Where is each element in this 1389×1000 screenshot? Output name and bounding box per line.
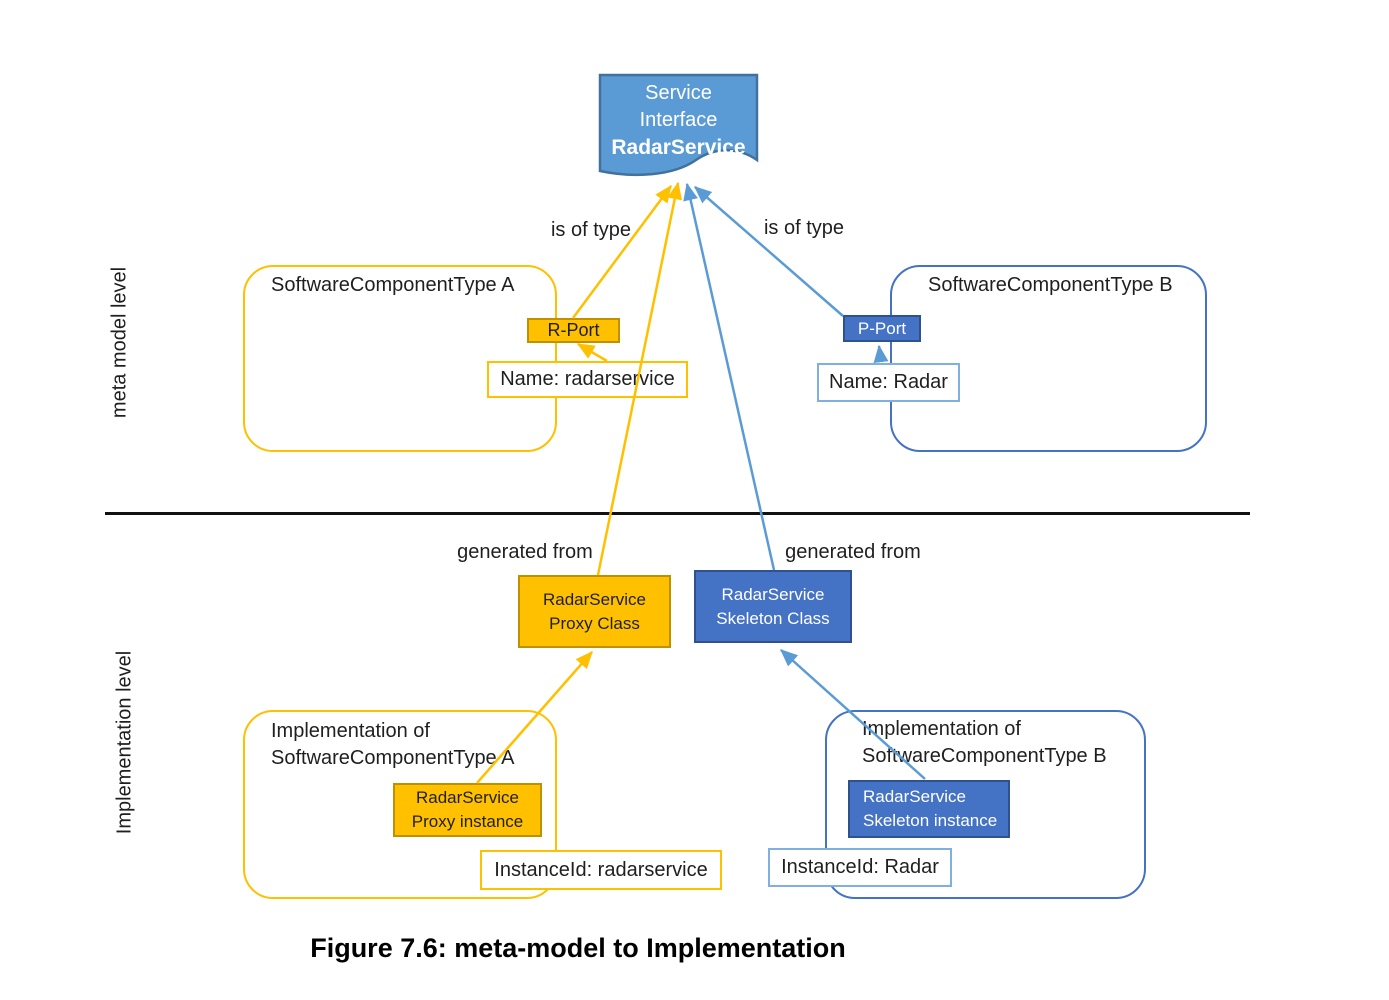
software-component-type-b-title: SoftwareComponentType B	[928, 274, 1173, 296]
skeleton-class-box: RadarService Skeleton Class	[694, 570, 852, 643]
software-component-type-a-box	[243, 265, 557, 452]
skeleton-class-line2: Skeleton Class	[716, 608, 830, 628]
port-name-radar-box: Name: Radar	[817, 363, 960, 402]
arrow-pport-to-service-interface	[694, 186, 844, 317]
proxy-class-box: RadarService Proxy Class	[518, 575, 671, 648]
proxy-instance-line2: Proxy instance	[411, 812, 524, 831]
software-component-type-a-title: SoftwareComponentType A	[271, 274, 515, 296]
implementation-b-title: Implementation of SoftwareComponentType …	[862, 716, 1107, 770]
generated-from-left-label: generated from	[457, 541, 593, 563]
p-port-box: P-Port	[843, 315, 921, 342]
port-name-radarservice-box: Name: radarservice	[487, 361, 688, 398]
skeleton-class-line1: RadarService	[721, 584, 825, 604]
proxy-class-line1: RadarService	[543, 589, 646, 609]
skeleton-instance-line2: Skeleton instance	[863, 811, 998, 830]
skeleton-instance-box: RadarService Skeleton instance	[848, 780, 1010, 838]
implementation-b-title-line1: Implementation of	[862, 718, 1021, 740]
implementation-a-title-line1: Implementation of	[271, 720, 430, 742]
service-interface-line1: Service	[645, 82, 712, 104]
service-interface-name: RadarService	[611, 136, 746, 159]
arrow-name-to-pport	[873, 344, 889, 364]
instance-id-radar-box: InstanceId: Radar	[768, 848, 952, 887]
proxy-class-line2: Proxy Class	[549, 613, 640, 633]
arrow-name-to-rport	[576, 342, 608, 363]
implementation-a-title: Implementation of SoftwareComponentType …	[271, 718, 514, 772]
service-interface-line2: Interface	[639, 109, 718, 131]
figure-caption: Figure 7.6: meta-model to Implementation	[310, 933, 846, 963]
service-interface-flag: Service Interface RadarService	[600, 80, 757, 161]
level-divider-line	[105, 512, 1250, 515]
meta-model-level-label: meta model level	[108, 266, 131, 419]
proxy-instance-box: RadarService Proxy instance	[393, 783, 542, 837]
implementation-a-title-line2: SoftwareComponentType A	[271, 747, 515, 769]
is-of-type-right-label: is of type	[763, 217, 845, 239]
instance-id-radarservice-box: InstanceId: radarservice	[480, 850, 722, 890]
skeleton-instance-line1: RadarService	[863, 787, 966, 806]
software-component-type-b-box	[890, 265, 1207, 452]
arrow-rport-to-service-interface	[571, 184, 673, 319]
proxy-instance-line1: RadarService	[416, 788, 519, 807]
implementation-b-title-line2: SoftwareComponentType B	[862, 745, 1107, 767]
implementation-level-label: Implementation level	[113, 650, 136, 835]
r-port-box: R-Port	[527, 318, 620, 343]
generated-from-right-label: generated from	[785, 541, 921, 563]
is-of-type-left-label: is of type	[550, 219, 632, 241]
